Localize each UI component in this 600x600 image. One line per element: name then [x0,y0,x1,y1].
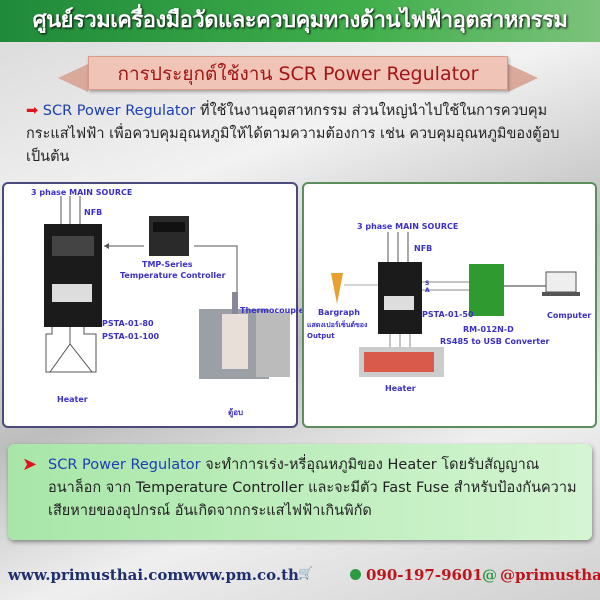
label-terminal-s: S [425,280,430,287]
label-bargraph: Bargraph [318,308,360,317]
label-output: Output [307,332,335,340]
label-controller-name: Temperature Controller [120,271,226,280]
red-arrow-icon: ➡ [26,103,39,119]
line-icon: @ [482,566,497,584]
intro-text: ที่ใช้ในงานอุตสาหกรรม ส่วนใหญ่นำไปใช้ในก… [26,103,560,165]
label-terminal-a: A [425,287,430,294]
line-id[interactable]: @primusthai [500,566,600,584]
label-thermocouple: Thermocouple [240,306,305,315]
label-heater: Heater [385,384,416,393]
intro-paragraph: ➡ SCR Power Regulator ที่ใช้ในงานอุตสาหก… [26,100,586,169]
label-model-80: PSTA-01-80 [102,319,154,328]
phone-icon [350,569,361,580]
label-nfb: NFB [84,208,103,217]
header-banner: ศูนย์รวมเครื่องมือวัดและควบคุมทางด้านไฟฟ… [0,0,600,42]
note-text: จะทำการเร่ง-หรี่อุณหภูมิของ Heater โดยรั… [48,457,577,519]
red-chevron-icon: ➤ [22,454,38,475]
left-diagram-panel: 3 phase MAIN SOURCE NFB TMP-Series Tempe… [2,182,304,428]
computer-image [545,271,577,293]
label-computer: Computer [547,311,592,320]
label-main-source: 3 phase MAIN SOURCE [31,188,133,197]
ribbon-tail-left [58,64,88,92]
website-link-pm[interactable]: www.pm.co.th [183,566,299,584]
label-oven: ตู้อบ [228,408,244,417]
label-bargraph-desc: แสดงเปอร์เซ็นต์ของ [307,321,368,329]
label-model-100: PSTA-01-100 [102,332,160,341]
right-diagram-graphic [331,232,580,377]
website-link-primusthai[interactable]: www.primusthai.com [8,566,184,584]
label-nfb: NFB [414,244,433,253]
label-converter-model: RM-012N-D [463,325,514,334]
phone-number: 090-197-9601 [366,566,483,584]
converter-image [469,264,504,316]
bargraph-image [331,273,343,304]
label-model-50: PSTA-01-50 [422,310,474,319]
intro-highlight: SCR Power Regulator [42,103,196,119]
label-controller-model: TMP-Series [142,260,193,269]
label-main-source: 3 phase MAIN SOURCE [357,222,459,231]
label-heater: Heater [57,395,88,404]
page-title: การประยุกต์ใช้งาน SCR Power Regulator [88,56,508,90]
cart-icon: 🛒 [298,566,313,580]
ribbon-tail-right [508,64,538,92]
note-box: ➤ SCR Power Regulator จะทำการเร่ง-หรี่อุ… [8,444,592,540]
label-converter-name: RS485 to USB Converter [440,337,550,346]
note-highlight: SCR Power Regulator [48,457,201,473]
left-diagram-graphic [44,196,290,379]
right-diagram-panel: 3 phase MAIN SOURCE NFB S A Bargraph แสด… [302,182,597,428]
